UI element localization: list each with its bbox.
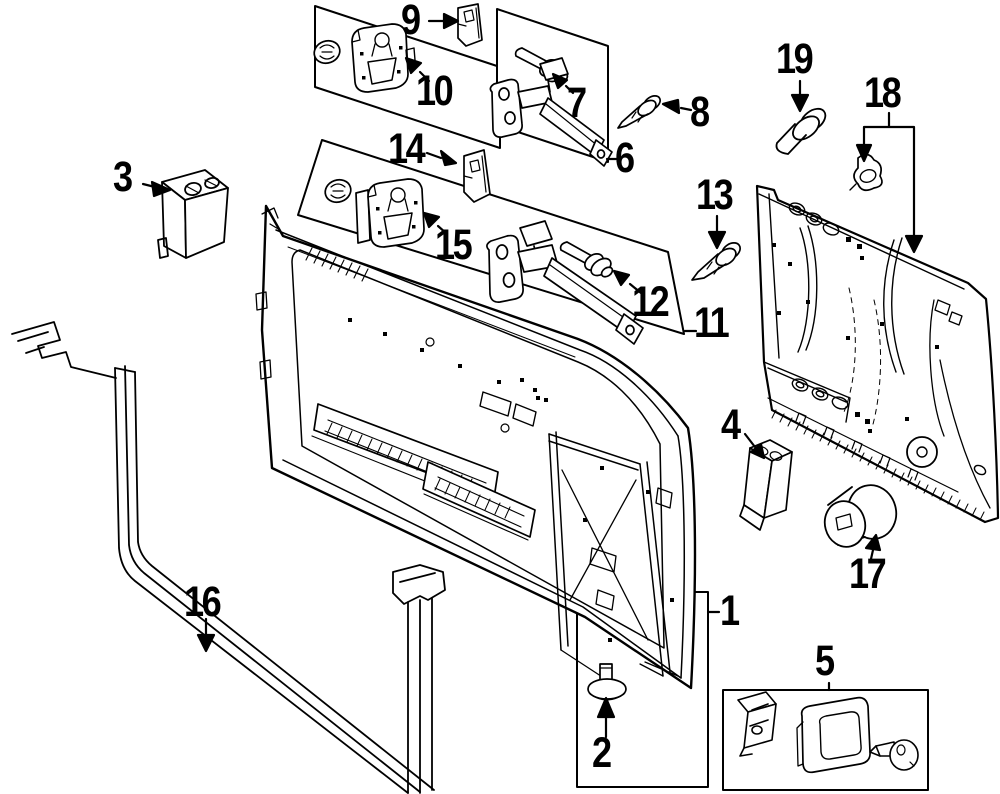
- callout-box-5: [722, 689, 929, 791]
- part-label-9[interactable]: 9: [401, 0, 421, 44]
- latch-actuator-10: [351, 23, 416, 93]
- bezel-in-box5: [796, 696, 871, 774]
- part-label-5[interactable]: 5: [815, 637, 835, 685]
- part-label-17[interactable]: 17: [849, 550, 887, 598]
- screw-8: [617, 95, 661, 129]
- latch-actuator-15: [355, 178, 425, 248]
- leader-15: [436, 224, 449, 236]
- part-label-14[interactable]: 14: [388, 125, 426, 173]
- leader-arrow-18a: [855, 143, 873, 163]
- part-label-13[interactable]: 13: [696, 171, 734, 219]
- screw-12: [559, 241, 614, 278]
- leader-arrow-19: [790, 93, 810, 113]
- grommet-box15: [324, 178, 352, 204]
- leader-lines: [141, 12, 924, 739]
- bracket-3: [157, 169, 229, 259]
- part-label-3[interactable]: 3: [113, 153, 133, 201]
- leader-arrow-14: [439, 149, 458, 167]
- leader-arrow-3: [150, 180, 172, 198]
- leader-arrow-13: [707, 230, 727, 250]
- leader-arrow-17: [864, 533, 882, 552]
- screw-13: [691, 242, 741, 281]
- leader-arrow-12: [612, 269, 631, 287]
- leader-18: [862, 111, 916, 237]
- leader-7: [564, 84, 575, 95]
- clip-9: [457, 3, 483, 47]
- part-label-1[interactable]: 1: [720, 587, 740, 635]
- grommet-box10: [313, 39, 341, 65]
- leader-arrow-18b: [904, 234, 924, 254]
- part-label-15[interactable]: 15: [435, 221, 473, 269]
- part-label-7[interactable]: 7: [567, 79, 587, 127]
- leader-arrow-16: [196, 633, 216, 653]
- latch-rod-11: [486, 220, 644, 345]
- leader-arrow-4: [749, 442, 766, 460]
- clip-18: [849, 153, 883, 192]
- part-label-8[interactable]: 8: [690, 88, 710, 136]
- bumper-17: [823, 484, 898, 548]
- door-panel-1: [255, 204, 697, 690]
- part-label-11[interactable]: 11: [694, 299, 730, 347]
- drain-channel-strip: [392, 564, 446, 794]
- part-label-12[interactable]: 12: [632, 278, 670, 326]
- leader-arrow-15: [422, 211, 441, 229]
- leader-8: [679, 106, 693, 112]
- leader-arrow-2: [596, 696, 616, 719]
- leader-arrow-8: [661, 98, 681, 115]
- part-label-18[interactable]: 18: [864, 69, 902, 117]
- leader-14: [425, 151, 443, 160]
- part-label-19[interactable]: 19: [776, 35, 814, 83]
- bolt-19: [775, 107, 827, 155]
- part-label-16[interactable]: 16: [184, 578, 222, 626]
- leader-arrow-9: [442, 12, 460, 30]
- leader-4: [743, 432, 757, 449]
- leader-17: [869, 548, 875, 561]
- part-label-6[interactable]: 6: [615, 134, 635, 182]
- leader-10: [418, 70, 431, 83]
- leader-12: [628, 282, 643, 295]
- part-label-10[interactable]: 10: [416, 67, 454, 115]
- weatherstrip-16: [11, 321, 435, 794]
- leader-arrow-10: [404, 56, 423, 75]
- part-label-4[interactable]: 4: [721, 401, 741, 449]
- screw-in-box5: [869, 739, 919, 771]
- bracket-4: [739, 439, 793, 531]
- part-label-2[interactable]: 2: [592, 729, 612, 777]
- plug-2: [587, 663, 627, 701]
- striker-in-box5: [737, 691, 777, 757]
- latch-rod-6: [489, 57, 613, 167]
- leader-arrow-7: [551, 72, 569, 90]
- quarter-panel-18: [755, 184, 1000, 524]
- clip-14: [463, 149, 491, 203]
